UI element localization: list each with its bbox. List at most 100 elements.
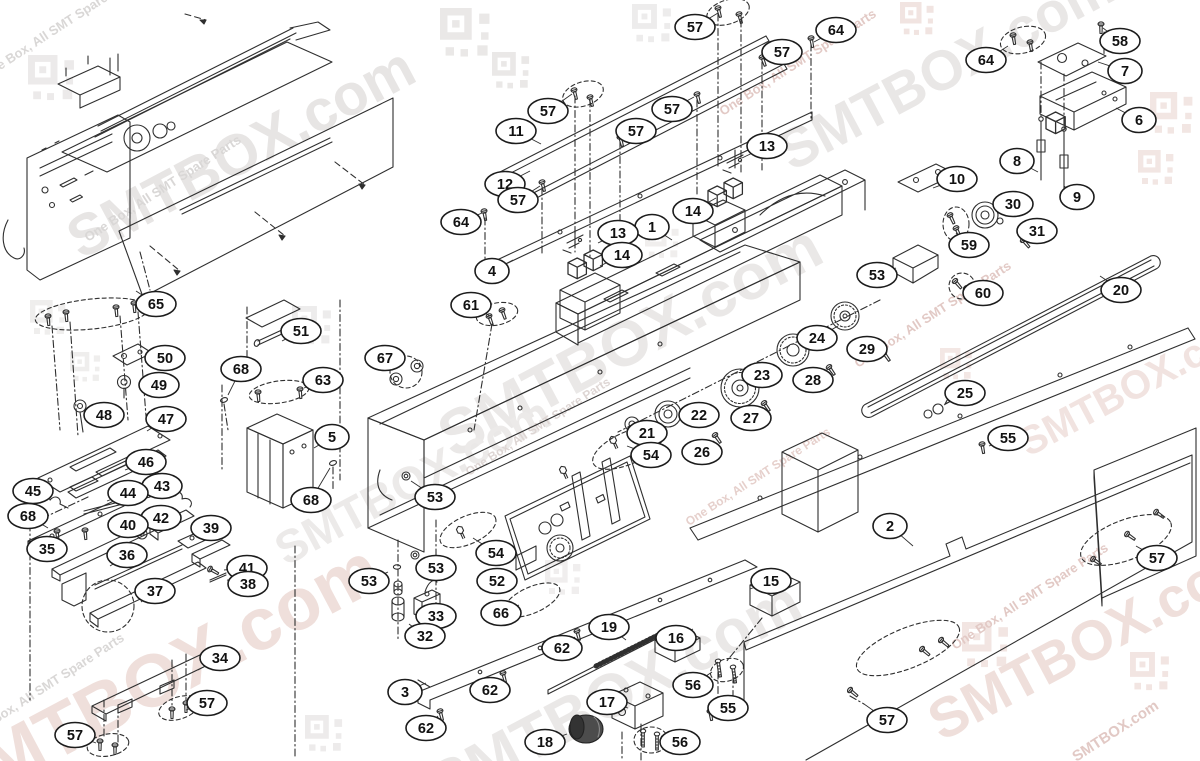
svg-text:38: 38 — [240, 577, 256, 593]
svg-text:67: 67 — [377, 351, 393, 367]
svg-text:53: 53 — [427, 490, 443, 506]
motor-bracket — [219, 299, 341, 509]
part-balloon-57: 57 — [527, 93, 573, 125]
part-balloon-26: 26 — [681, 438, 723, 466]
part-balloon-11: 11 — [495, 117, 542, 145]
watermark-text: One Box, All SMT Spare Parts — [0, 0, 141, 83]
svg-text:58: 58 — [1112, 34, 1128, 50]
part-balloon-40: 40 — [107, 511, 149, 539]
watermark-qr-mark — [70, 352, 101, 382]
cover-panels — [743, 427, 1197, 761]
part-balloon-45: 45 — [12, 477, 54, 505]
svg-text:26: 26 — [694, 445, 710, 461]
part-balloon-22: 22 — [678, 401, 720, 429]
svg-text:20: 20 — [1113, 283, 1129, 299]
part-balloon-67: 67 — [364, 344, 406, 372]
watermark-qr-mark — [632, 4, 671, 43]
part-balloon-6: 6 — [1115, 106, 1157, 134]
svg-text:31: 31 — [1029, 224, 1045, 240]
svg-text:49: 49 — [151, 378, 167, 394]
part-balloon-16: 16 — [655, 624, 697, 652]
svg-text:37: 37 — [147, 584, 163, 600]
part-balloon-68: 68 — [290, 467, 332, 514]
svg-text:57: 57 — [1149, 551, 1165, 567]
part-balloon-7: 7 — [1097, 57, 1143, 85]
part-balloon-36: 36 — [106, 541, 148, 569]
part-balloon-55: 55 — [707, 694, 749, 722]
part-balloon-31: 31 — [1016, 217, 1058, 245]
part-balloon-44: 44 — [106, 479, 149, 507]
svg-text:42: 42 — [153, 511, 169, 527]
svg-text:7: 7 — [1121, 64, 1129, 80]
svg-text:57: 57 — [540, 104, 556, 120]
svg-text:43: 43 — [154, 479, 170, 495]
svg-text:22: 22 — [691, 408, 707, 424]
part-balloon-8: 8 — [999, 147, 1039, 175]
svg-text:53: 53 — [869, 268, 885, 284]
svg-text:66: 66 — [493, 606, 509, 622]
svg-text:62: 62 — [418, 721, 434, 737]
part-balloon-49: 49 — [138, 371, 180, 399]
svg-text:46: 46 — [138, 455, 154, 471]
part-balloon-57: 57 — [863, 703, 908, 734]
part-balloon-9: 9 — [1059, 183, 1095, 211]
svg-text:35: 35 — [39, 542, 55, 558]
part-balloon-58: 58 — [1099, 27, 1141, 55]
part-balloon-53: 53 — [415, 554, 457, 582]
part-balloon-5: 5 — [313, 423, 350, 451]
part-balloon-56: 56 — [659, 728, 701, 756]
part-balloon-47: 47 — [145, 405, 187, 433]
svg-text:48: 48 — [96, 408, 112, 424]
svg-text:11: 11 — [508, 124, 523, 140]
svg-text:68: 68 — [303, 493, 319, 509]
part-balloon-53: 53 — [348, 567, 390, 595]
part-balloon-24: 24 — [796, 324, 839, 352]
watermark-qr-mark — [440, 8, 490, 57]
watermark-qr-mark — [305, 715, 343, 752]
part-balloon-54: 54 — [472, 537, 517, 567]
svg-text:44: 44 — [120, 486, 136, 502]
svg-text:32: 32 — [417, 629, 433, 645]
svg-text:5: 5 — [328, 430, 336, 446]
svg-text:29: 29 — [859, 342, 875, 358]
part-balloon-57: 57 — [761, 38, 803, 66]
svg-text:56: 56 — [672, 735, 688, 751]
part-balloon-14: 14 — [672, 197, 717, 225]
svg-text:52: 52 — [489, 574, 505, 590]
svg-text:8: 8 — [1013, 154, 1021, 170]
part-balloon-15: 15 — [749, 567, 792, 595]
svg-text:68: 68 — [20, 509, 36, 525]
svg-text:23: 23 — [754, 368, 770, 384]
svg-text:28: 28 — [805, 373, 821, 389]
svg-text:57: 57 — [879, 713, 895, 729]
watermark-text: SMTBOX.com — [1069, 697, 1161, 761]
svg-text:57: 57 — [628, 124, 644, 140]
svg-text:25: 25 — [957, 386, 973, 402]
svg-text:47: 47 — [158, 412, 174, 428]
part-balloon-19: 19 — [588, 613, 630, 641]
bottom-bar-assembly — [417, 559, 801, 761]
part-balloon-56: 56 — [672, 671, 714, 699]
part-balloon-20: 20 — [1099, 275, 1142, 304]
svg-text:57: 57 — [774, 45, 790, 61]
svg-text:14: 14 — [685, 204, 701, 220]
watermark-qr-mark — [1130, 652, 1169, 691]
part-balloon-57: 57 — [185, 689, 228, 717]
part-balloon-60: 60 — [962, 279, 1004, 307]
part-balloon-18: 18 — [524, 728, 568, 756]
part-balloon-32: 32 — [404, 622, 446, 650]
part-balloon-25: 25 — [943, 379, 986, 407]
part-balloon-28: 28 — [792, 366, 834, 394]
svg-text:1: 1 — [648, 220, 656, 236]
svg-text:61: 61 — [463, 298, 479, 314]
svg-text:50: 50 — [157, 351, 173, 367]
part-balloon-66: 66 — [480, 599, 522, 627]
watermark-qr-mark — [900, 2, 934, 35]
svg-text:3: 3 — [401, 685, 409, 701]
part-balloon-68: 68 — [7, 502, 49, 530]
part-balloon-59: 59 — [948, 231, 990, 259]
part-balloon-4: 4 — [474, 257, 514, 285]
svg-text:15: 15 — [763, 574, 779, 590]
part-balloon-54: 54 — [626, 441, 672, 469]
